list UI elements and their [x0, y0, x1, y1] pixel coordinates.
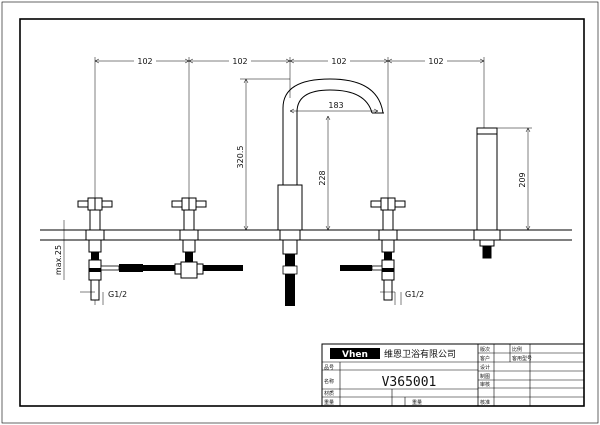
company-name: 维恩卫浴有限公司 [384, 348, 456, 360]
cell-approve-left: 重量 [412, 399, 422, 406]
spout-reach-label: 183 [328, 101, 343, 110]
spout [277, 78, 384, 255]
cell-name: 名称 [324, 378, 334, 385]
spacing-label-4: 102 [428, 57, 443, 66]
title-block [321, 343, 585, 407]
spout-hose [282, 254, 298, 306]
cell-version: 版次 [480, 346, 490, 353]
supply-hoses [100, 264, 383, 272]
cell-material: 材质 [324, 390, 334, 397]
spout-clearance-label: 228 [318, 170, 327, 185]
cell-scale: 比例 [512, 346, 522, 353]
spout-height-label: 320.5 [236, 146, 245, 169]
valve-right [381, 252, 395, 301]
handshower-height-label: 209 [518, 172, 527, 187]
valve-center-left [174, 252, 204, 279]
thread-label-right: G1/2 [405, 290, 424, 299]
logo-box [330, 348, 380, 359]
cell-weight: 重量 [324, 399, 334, 406]
cell-design: 设计 [480, 364, 490, 371]
spacing-dimensions [94, 57, 485, 202]
handshower-height-dimension [497, 127, 532, 231]
handle-left [77, 197, 113, 253]
spout-reach-dimension [289, 108, 379, 114]
drawing-border [19, 18, 585, 407]
thread-label-left: G1/2 [108, 290, 127, 299]
cell-customer-model: 客用型号 [512, 355, 532, 362]
cell-approve: 核准 [480, 399, 490, 406]
cell-part-no: 品号 [324, 365, 334, 371]
handle-right [370, 197, 406, 253]
spout-height-dimension [240, 78, 290, 231]
hand-shower [473, 127, 501, 259]
thread-callouts [80, 291, 402, 305]
valve-left [88, 252, 102, 301]
handle-center-left [171, 197, 207, 253]
max-deck-dimension [60, 220, 86, 280]
spacing-label-1: 102 [137, 57, 152, 66]
cell-review: 审核 [480, 381, 490, 388]
model-number: V365001 [382, 375, 437, 390]
max-deck-label: max.25 [54, 245, 63, 275]
cell-drawing: 制图 [480, 373, 490, 380]
spout-clearance-dimension [325, 115, 331, 231]
logo: Vhen [342, 350, 368, 360]
cell-customer: 客户 [480, 355, 490, 362]
spacing-label-2: 102 [232, 57, 247, 66]
spacing-label-3: 102 [331, 57, 346, 66]
